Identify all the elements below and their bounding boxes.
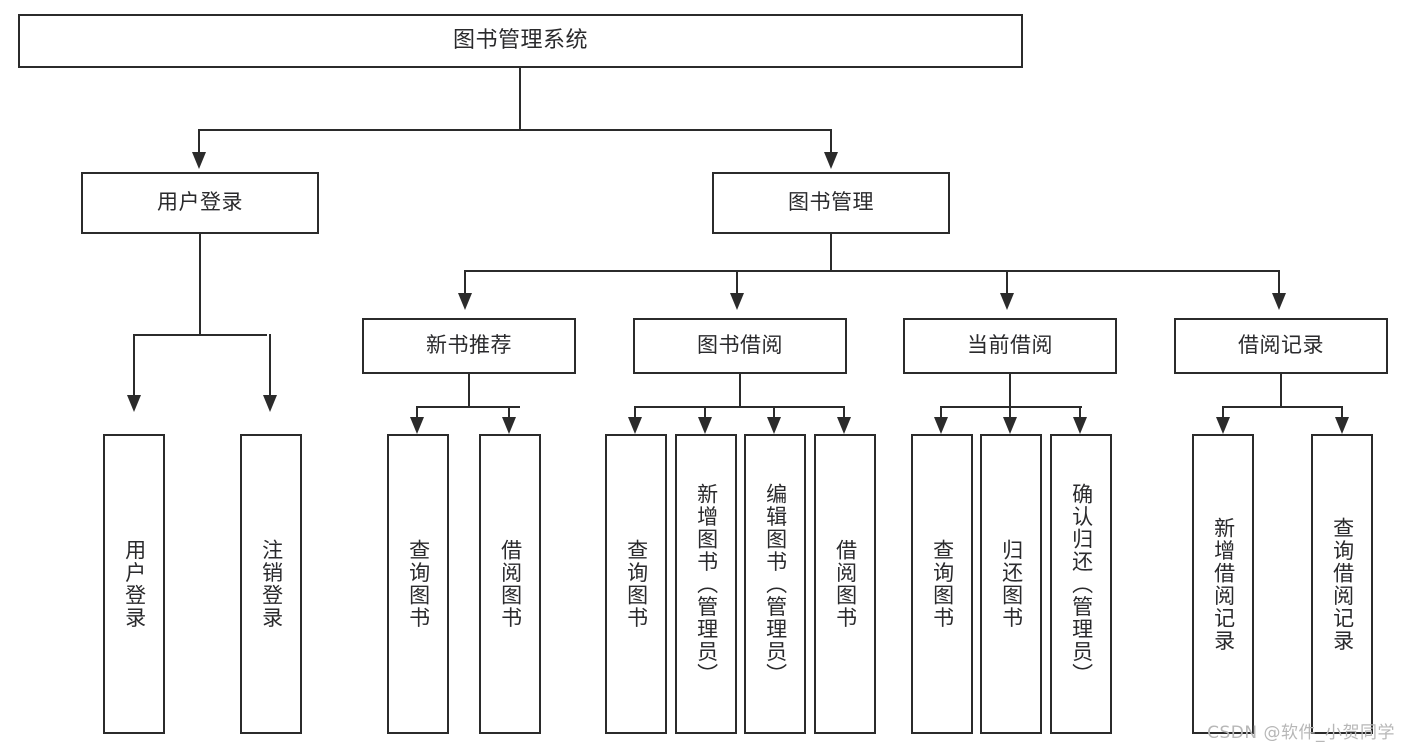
leaf-label: 新增借阅记录 [1211, 516, 1236, 652]
leaf-label: 归还图书 [999, 539, 1024, 629]
connector-bookmgmt-bus [464, 270, 1280, 273]
connector-newbook-drop-1 [416, 406, 419, 418]
connector-bookmgmt-drop-2 [736, 270, 739, 294]
leaf-label: 注销登录 [259, 539, 284, 629]
leaf-borrow-book[interactable]: 借阅图书 [814, 434, 876, 734]
arrow-down-icon [410, 417, 424, 434]
node-book-borrow[interactable]: 图书借阅 [633, 318, 847, 374]
leaf-label: 用户登录 [122, 539, 147, 629]
leaf-query-book-borrow[interactable]: 查询图书 [605, 434, 667, 734]
leaf-label: 查询借阅记录 [1330, 516, 1355, 652]
node-label: 新书推荐 [426, 333, 512, 358]
leaf-logout[interactable]: 注销登录 [240, 434, 302, 734]
leaf-label: 借阅图书 [833, 539, 858, 629]
connector-newbook-stem [468, 374, 471, 408]
connector-borrowrecord-drop-2 [1341, 406, 1344, 418]
leaf-query-borrow-record[interactable]: 查询借阅记录 [1311, 434, 1373, 734]
node-user-login[interactable]: 用户登录 [81, 172, 319, 234]
node-borrow-record[interactable]: 借阅记录 [1174, 318, 1388, 374]
arrow-down-icon [1216, 417, 1230, 434]
node-root-system[interactable]: 图书管理系统 [18, 14, 1023, 68]
connector-bookmgmt-drop-1 [464, 270, 467, 294]
leaf-borrow-book-recommend[interactable]: 借阅图书 [479, 434, 541, 734]
leaf-query-book-current[interactable]: 查询图书 [911, 434, 973, 734]
leaf-user-login[interactable]: 用户登录 [103, 434, 165, 734]
arrow-down-icon [263, 395, 277, 412]
connector-bookborrow-drop-3 [773, 406, 776, 418]
arrow-down-icon [824, 152, 838, 169]
leaf-label: 编辑图书（管理员） [763, 482, 788, 686]
connector-currentborrow-drop-1 [940, 406, 943, 418]
arrow-down-icon [837, 417, 851, 434]
connector-currentborrow-drop-3 [1079, 406, 1082, 418]
leaf-confirm-return-admin[interactable]: 确认归还（管理员） [1050, 434, 1112, 734]
node-label: 图书管理系统 [452, 27, 588, 53]
node-label: 用户登录 [157, 190, 243, 215]
connector-bookborrow-drop-1 [634, 406, 637, 418]
node-label: 借阅记录 [1238, 333, 1324, 358]
leaf-label: 确认归还（管理员） [1069, 482, 1094, 686]
leaf-label: 查询图书 [406, 539, 431, 629]
connector-root-bus [198, 129, 832, 132]
connector-borrowrecord-drop-1 [1222, 406, 1225, 418]
connector-bookborrow-stem [739, 374, 742, 408]
arrow-down-icon [192, 152, 206, 169]
connector-newbook-drop-2 [508, 406, 511, 418]
arrow-down-icon [1003, 417, 1017, 434]
leaf-add-borrow-record[interactable]: 新增借阅记录 [1192, 434, 1254, 734]
arrow-down-icon [1000, 293, 1014, 310]
connector-borrowrecord-bus [1222, 406, 1341, 409]
node-current-borrow[interactable]: 当前借阅 [903, 318, 1117, 374]
connector-bookborrow-bus [634, 406, 845, 409]
arrow-down-icon [628, 417, 642, 434]
connector-currentborrow-drop-2 [1009, 406, 1012, 418]
arrow-down-icon [730, 293, 744, 310]
connector-newbook-bus [416, 406, 520, 409]
node-label: 图书管理 [788, 190, 874, 215]
connector-bookmgmt-drop-3 [1006, 270, 1009, 294]
arrow-down-icon [1272, 293, 1286, 310]
leaf-add-book-admin[interactable]: 新增图书（管理员） [675, 434, 737, 734]
connector-userlogin-stem [199, 234, 202, 336]
connector-borrowrecord-stem [1280, 374, 1283, 408]
connector-root-stem [519, 68, 522, 131]
arrow-down-icon [934, 417, 948, 434]
arrow-down-icon [1335, 417, 1349, 434]
leaf-query-book-recommend[interactable]: 查询图书 [387, 434, 449, 734]
arrow-down-icon [127, 395, 141, 412]
leaf-edit-book-admin[interactable]: 编辑图书（管理员） [744, 434, 806, 734]
connector-currentborrow-stem [1009, 374, 1012, 408]
leaf-return-book[interactable]: 归还图书 [980, 434, 1042, 734]
connector-userlogin-bus [133, 334, 267, 337]
connector-bookmgmt-stem [830, 234, 833, 272]
connector-bookborrow-drop-4 [843, 406, 846, 418]
arrow-down-icon [767, 417, 781, 434]
arrow-down-icon [458, 293, 472, 310]
arrow-down-icon [502, 417, 516, 434]
node-new-book-recommend[interactable]: 新书推荐 [362, 318, 576, 374]
arrow-down-icon [1073, 417, 1087, 434]
connector-bookborrow-drop-2 [704, 406, 707, 418]
connector-root-drop-left [198, 129, 201, 153]
connector-userlogin-drop-2 [269, 334, 272, 396]
connector-userlogin-drop-1 [133, 334, 136, 396]
node-label: 图书借阅 [697, 333, 783, 358]
leaf-label: 新增图书（管理员） [694, 482, 719, 686]
leaf-label: 查询图书 [930, 539, 955, 629]
node-book-management[interactable]: 图书管理 [712, 172, 950, 234]
leaf-label: 查询图书 [624, 539, 649, 629]
arrow-down-icon [698, 417, 712, 434]
connector-bookmgmt-drop-4 [1278, 270, 1281, 294]
connector-root-drop-right [830, 129, 833, 153]
leaf-label: 借阅图书 [498, 539, 523, 629]
node-label: 当前借阅 [967, 333, 1053, 358]
